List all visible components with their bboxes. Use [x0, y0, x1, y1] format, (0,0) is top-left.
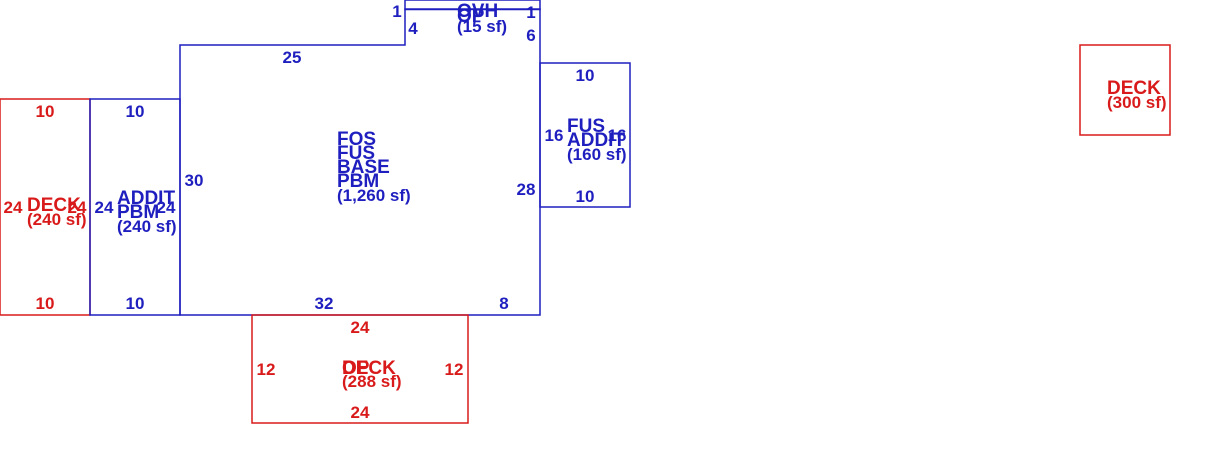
- main-area-sf: (1,260 sf): [337, 186, 411, 205]
- bottom-deck-outline: [251, 314, 469, 424]
- main-dim-bottom-right: 8: [499, 294, 508, 313]
- left-addit-dim-bottom: 10: [126, 294, 145, 313]
- left-deck-dim-bottom: 10: [36, 294, 55, 313]
- left-addit-label-2: PBM: [117, 202, 159, 223]
- main-dim-right: 28: [517, 180, 536, 199]
- main-label-1: FOS: [337, 129, 376, 150]
- fus-addit-dim-right: 16: [608, 126, 627, 145]
- ovh-label-2: OP: [457, 6, 485, 27]
- bottom-deck-dim-right: 12: [445, 360, 464, 379]
- main-dim-left: 30: [185, 171, 204, 190]
- left-addit-label-1: ADDIT: [117, 188, 175, 209]
- left-deck-dim-right: 24: [68, 198, 87, 217]
- main-label-2: FUS: [337, 143, 375, 164]
- main-dim-top: 25: [283, 48, 302, 67]
- left-addit-dim-right: 24: [157, 198, 176, 217]
- far-deck-outline: [1079, 44, 1171, 136]
- ovh-label-1: OVH: [457, 1, 498, 22]
- left-addit-dim-top: 10: [126, 102, 145, 121]
- bottom-deck-dim-top: 24: [351, 318, 370, 337]
- fus-addit-dim-left: 16: [545, 126, 564, 145]
- left-deck-area-sf: (240 sf): [27, 210, 87, 229]
- fus-addit-dim-bottom: 10: [576, 187, 595, 206]
- fus-addit-area-sf: (160 sf): [567, 145, 627, 164]
- main-dim-bottom-left: 32: [315, 294, 334, 313]
- left-deck-label: DECK: [27, 195, 81, 216]
- left-deck-dim-top: 10: [36, 102, 55, 121]
- ovh-dim-right-top: 1: [526, 3, 535, 22]
- left-addit-area-sf: (240 sf): [117, 217, 177, 236]
- main-dim-top-left: 1: [392, 2, 401, 21]
- fus-addit-dim-top: 10: [576, 66, 595, 85]
- ovh-dim-right: 6: [526, 26, 535, 45]
- bottom-deck-label-1: DECK: [342, 358, 396, 379]
- fus-addit-label-1: FUS: [567, 116, 605, 137]
- main-label-3: BASE: [337, 157, 390, 178]
- main-dim-step: 4: [408, 19, 418, 38]
- bottom-deck-dim-bottom: 24: [351, 403, 370, 422]
- fus-addit-label-2: ADDIT: [567, 130, 625, 151]
- bottom-deck-dim-left: 12: [257, 360, 276, 379]
- main-house-outline: [179, 0, 541, 316]
- ovh-area-sf: (15 sf): [457, 17, 507, 36]
- main-label-4: PBM: [337, 171, 379, 192]
- bottom-deck-label-2: OP: [342, 358, 370, 379]
- left-addit-dim-left: 24: [95, 198, 114, 217]
- fus-addition-outline: [539, 62, 631, 208]
- bottom-deck-area-sf: (288 sf): [342, 372, 402, 391]
- left-deck-dim-left: 24: [4, 198, 23, 217]
- ovh-outline: [404, 8, 541, 11]
- far-deck-area-sf: (300 sf): [1107, 93, 1167, 112]
- far-deck-label: DECK: [1107, 78, 1161, 99]
